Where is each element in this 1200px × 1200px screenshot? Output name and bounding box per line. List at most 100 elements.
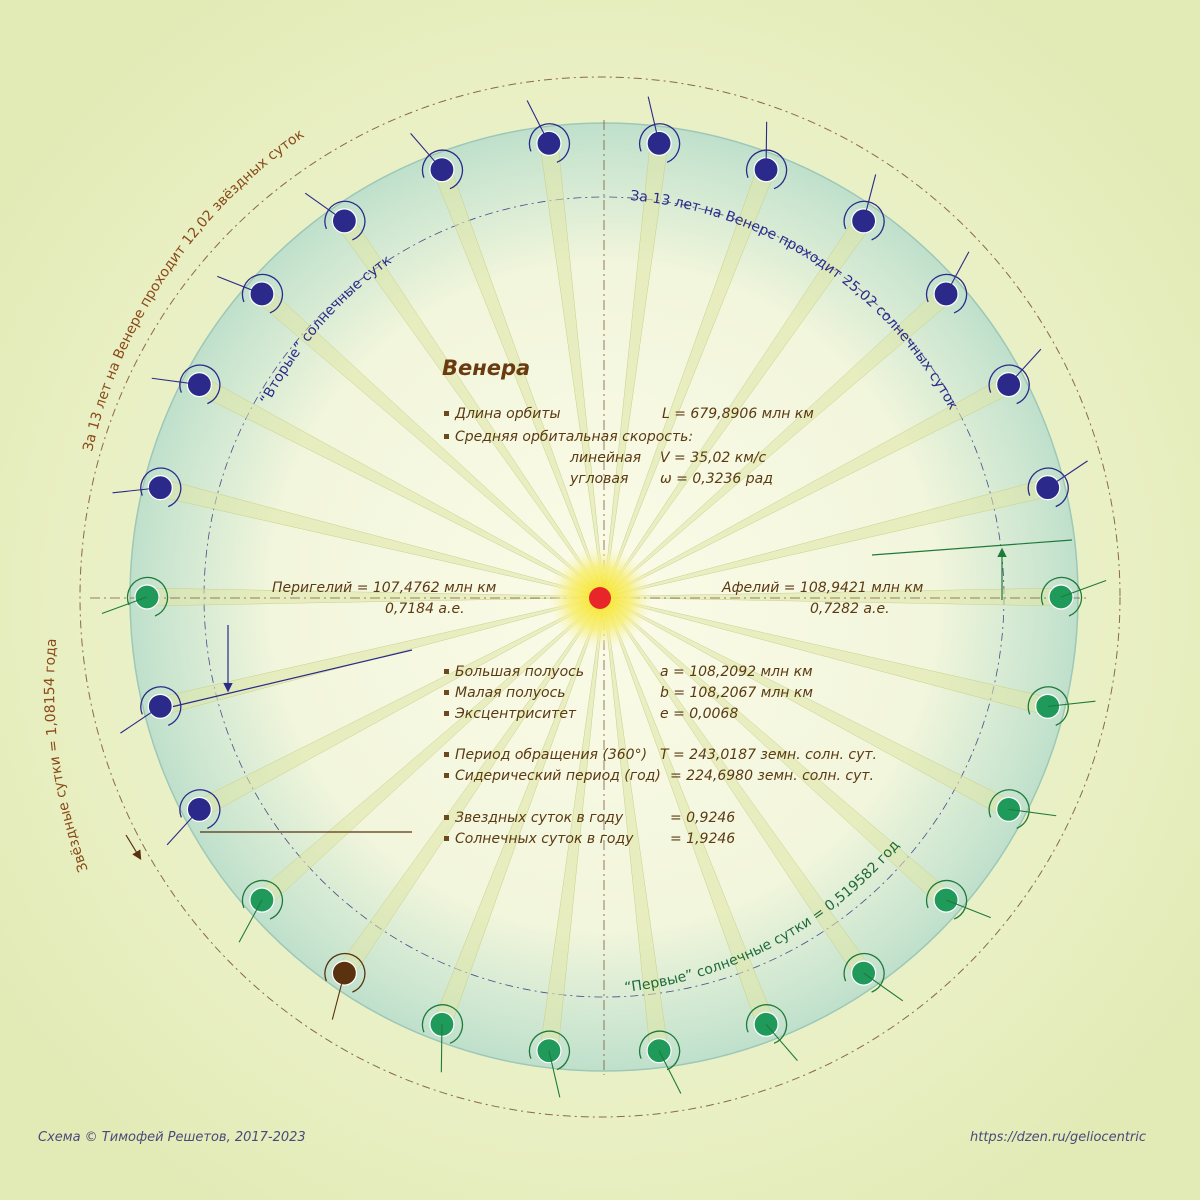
semi-minor-value: b = 108,2067 млн км (660, 685, 813, 701)
rotation-axis-marker (112, 487, 161, 494)
bullet-icon (444, 772, 449, 778)
rotation-axis-marker (331, 972, 345, 1020)
rotation-arrow-icon (1027, 686, 1069, 726)
semi-minor-row: Малая полуось (444, 685, 566, 701)
brown-direction-arrow (125, 834, 142, 861)
param-label: Эксцентриситет (455, 706, 577, 722)
aphelion-label: Афелий = 108,9421 млн км (722, 580, 924, 596)
solar-days-row: Солнечных суток в году (444, 831, 633, 847)
rotation-axis-marker (1008, 808, 1057, 817)
orbital-speed-row: Средняя орбитальная скорость: (444, 429, 693, 445)
venus-planet-icon (421, 1004, 464, 1073)
venus-planet-icon (745, 121, 788, 190)
bullet-icon (444, 689, 449, 695)
rotation-axis-marker (945, 899, 991, 919)
rotation-arrow-icon (528, 123, 571, 163)
venus-planet-icon (988, 348, 1042, 405)
venus-planet-icon (638, 1030, 682, 1094)
orbit-length-value: L = 679,8906 млн км (662, 406, 814, 422)
param-label: Большая полуось (455, 664, 585, 680)
rotation-axis-marker (1047, 460, 1088, 489)
rotation-arrow-icon (1027, 467, 1069, 508)
rotation-axis-marker (863, 174, 877, 222)
venus-planet-icon (1027, 460, 1088, 508)
bullet-icon (444, 410, 449, 416)
rotation-axis-marker (658, 1050, 682, 1094)
rotation-arrow-icon (140, 467, 182, 508)
rotation-arrow-icon (638, 123, 681, 163)
venus-planet-icon (843, 174, 885, 241)
venus-planet-icon (925, 879, 991, 920)
rotation-arrow-icon (179, 364, 221, 405)
rotation-axis-marker (440, 1024, 443, 1073)
param-label: Сидерический период (год) (455, 768, 661, 784)
planet-title: Венера (442, 356, 531, 380)
rotation-arrow-icon (241, 273, 284, 314)
venus-planet-icon (1027, 686, 1096, 726)
linear-speed-label: линейная (570, 450, 642, 466)
rotation-axis-marker (765, 1023, 798, 1061)
credit-text: Схема © Тимофей Решетов, 2017-2023 (38, 1130, 306, 1145)
rotation-axis-marker (151, 377, 200, 386)
rotation-arrow-icon (179, 789, 221, 829)
bullet-icon (444, 668, 449, 674)
rotation-arrow-icon (528, 1030, 571, 1071)
venus-planet-icon (528, 1030, 571, 1098)
rotation-axis-marker (526, 100, 550, 144)
blue-axis-line (149, 649, 413, 713)
param-label: Звездных суток в году (455, 810, 624, 826)
venus-planet-icon (304, 192, 366, 241)
venus-planet-icon (1040, 576, 1107, 617)
rotation-axis-marker (1060, 580, 1107, 598)
bullet-icon (444, 835, 449, 841)
param-label: Период обращения (360°) (455, 747, 648, 763)
rotation-arrow-icon (988, 364, 1030, 405)
rotation-arrow-icon (324, 200, 366, 241)
venus-planet-icon (988, 789, 1057, 829)
semi-major-row: Большая полуось (444, 664, 584, 680)
venus-planet-icon (166, 789, 221, 846)
sun-icon (589, 587, 611, 609)
orbit-length-row: Длина орбиты (444, 406, 561, 422)
rotation-axis-marker (765, 121, 768, 170)
param-label: Солнечных суток в году (455, 831, 634, 847)
rotation-arrow-icon (925, 879, 968, 920)
aphelion-au: 0,7282 а.е. (810, 601, 890, 617)
rotation-arrow-icon (140, 686, 182, 726)
venus-positions (101, 96, 1107, 1098)
param-label: Длина орбиты (455, 406, 561, 422)
rotation-arrow-icon (843, 952, 885, 993)
venus-planet-icon (324, 952, 366, 1020)
rotation-axis-marker (304, 192, 345, 222)
param-label: Средняя орбитальная скорость: (455, 429, 694, 445)
sun-rays (146, 141, 1062, 1053)
eccentricity-value: e = 0,0068 (660, 706, 739, 722)
linear-speed-value: V = 35,02 км/с (660, 450, 767, 466)
rotation-arrow-icon (988, 789, 1030, 829)
rotation-axis-marker (548, 1050, 561, 1098)
bullet-icon (444, 433, 449, 439)
rotation-arrow-icon (421, 149, 464, 190)
orbital-period-value: T = 243,0187 земн. солн. сут. (660, 747, 877, 763)
sidereal-period-row: Сидерический период (год) (444, 768, 661, 784)
rotation-axis-marker (238, 899, 263, 943)
rotation-arrow-icon (745, 1004, 788, 1044)
venus-planet-icon (217, 273, 284, 314)
param-label: Малая полуось (455, 685, 566, 701)
rotation-axis-marker (1008, 348, 1042, 385)
perihelion-label: Перигелий = 107,4762 млн км (272, 580, 497, 596)
rotation-arrow-icon (638, 1030, 681, 1071)
venus-planet-icon (238, 879, 284, 943)
outer-dashed-circle (79, 76, 1121, 1118)
venus-planet-icon (151, 364, 221, 405)
perihelion-au: 0,7184 а.е. (385, 601, 465, 617)
rotation-axis-marker (120, 705, 161, 734)
green-axis-line (871, 539, 1073, 556)
venus-planet-icon (112, 467, 182, 508)
venus-planet-icon (638, 96, 681, 163)
venus-planet-icon (745, 1004, 798, 1061)
sidereal-days-value: = 0,9246 (670, 810, 736, 826)
rotation-arrow-icon (421, 1004, 464, 1044)
rotation-arrow-icon (843, 200, 885, 241)
